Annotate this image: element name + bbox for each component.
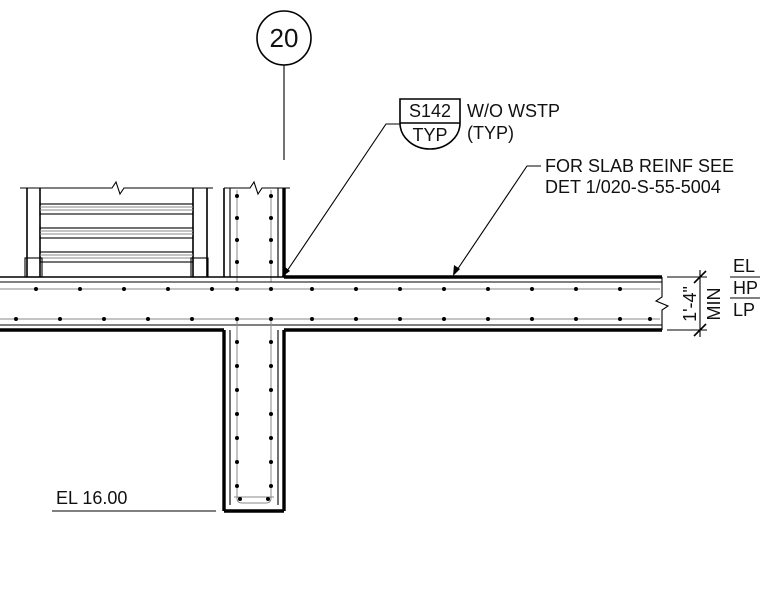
slab-note-line-1: FOR SLAB REINF SEE [545,156,734,176]
wall-tag-top: S142 [409,101,451,121]
rail-bands [39,203,194,263]
bottom-elevation-callout: EL 16.00 [52,488,216,512]
slab-thickness-dimension: 1'-4" MIN [667,270,724,337]
elevation-labels: EL HP LP [730,256,760,320]
wall-stem-upper [223,180,290,282]
wall-stem-lower [222,320,286,513]
dimension-qualifier: MIN [704,288,724,321]
bottom-elevation-label: EL 16.00 [56,488,127,508]
dimension-value: 1'-4" [680,286,700,322]
elevation-label-el: EL [733,256,755,276]
wall-tag-bottom: TYP [412,125,447,145]
slab [0,275,670,332]
wall-tag-note-line-2: (TYP) [467,123,514,143]
section-marker: 20 [256,10,312,160]
wall-tag-note-line-1: W/O WSTP [467,101,560,121]
slab-note-leader-arrow-icon [453,265,460,276]
elevation-label-lp: LP [733,300,755,320]
section-marker-number: 20 [270,23,299,53]
wall-type-tag: S142 TYP W/O WSTP (TYP) [282,98,560,277]
rebar-dots [14,194,652,501]
left-existing-wall [20,180,213,278]
slab-note-line-2: DET 1/020-S-55-5004 [545,177,721,197]
slab-reinforcement-note: FOR SLAB REINF SEE DET 1/020-S-55-5004 [453,156,734,276]
elevation-label-hp: HP [733,278,758,298]
